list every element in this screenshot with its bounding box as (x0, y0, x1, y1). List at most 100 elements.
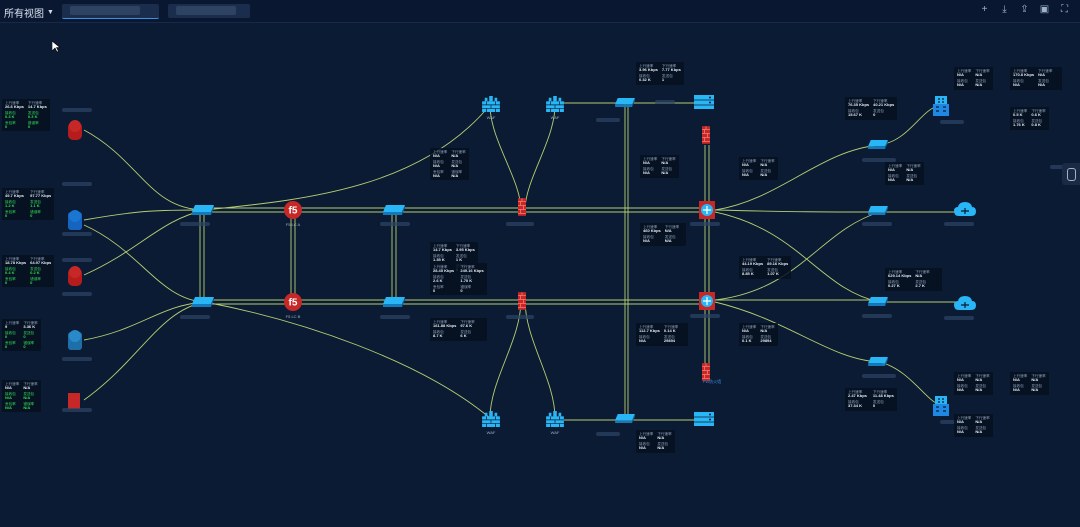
view-selector[interactable]: 所有视图 ▼ (4, 5, 54, 20)
stat-label: 下行速率 (23, 321, 38, 325)
stat-value: N/A (23, 405, 31, 411)
tab-active[interactable] (62, 4, 159, 19)
stat-value: 11.48 Kbps (872, 393, 894, 399)
stat-value: 0 (433, 288, 436, 294)
stat-value: N/A (957, 387, 964, 393)
stat-value: N/A (957, 82, 964, 88)
stat-value: 1 (661, 77, 665, 83)
stat-value: 1.70 K (460, 278, 473, 284)
stat-label: 接收包 (5, 391, 16, 396)
stat-label: 丢包率 (5, 401, 16, 406)
firewall-link-label[interactable]: FW防火墙 (702, 379, 722, 384)
export-icon[interactable]: ⤓ (1002, 4, 1007, 15)
stat-label: 接收包 (957, 78, 968, 83)
server-top-icon (694, 95, 714, 109)
stat-value: 0 (872, 403, 876, 409)
side-panel-toggle[interactable] (1062, 163, 1080, 185)
add-icon[interactable]: + (981, 4, 988, 15)
redacted-node-label (506, 315, 534, 319)
stat-label: 上行速率 (957, 416, 972, 420)
stat-label: 下行速率 (661, 157, 676, 161)
stat-label: 下行速率 (906, 164, 921, 168)
stat-value: 2.47 Kbps (848, 393, 867, 399)
share-icon[interactable]: ⇪ (1020, 4, 1029, 15)
stat-label: 丢包率 (433, 169, 444, 174)
redacted-node-label (380, 222, 410, 226)
stat-label: 发送包 (915, 279, 927, 284)
stat-label: 下行速率 (23, 382, 38, 386)
stat-label: 上行速率 (643, 225, 658, 229)
stat-value: 3.95 Kbps (455, 247, 475, 253)
stat-label: 接收包 (433, 253, 444, 258)
stat-value: 8.7 K (433, 333, 443, 339)
chevron-down-icon: ▼ (47, 9, 54, 16)
image-icon[interactable]: ▣ (1039, 4, 1050, 15)
stat-value: N/A (1013, 82, 1020, 88)
stat-label: 发送包 (661, 73, 673, 78)
top-bar: 所有视图 ▼ + ⤓ ⇪ ▣ ⛶ (0, 0, 1080, 23)
stat-value: 0.3 K (27, 114, 38, 120)
firewall-b-icon (518, 292, 526, 310)
topology-canvas[interactable]: f5 f5 F5 LC A F5 LC B WAF WAF WAF WAF FW… (0, 22, 1080, 527)
redacted-node-label (596, 432, 620, 436)
stat-value: 64.97 Kbps (30, 260, 52, 266)
stat-label: 发送包 (767, 267, 778, 272)
f5-load-balancer-b-icon: f5 (284, 293, 302, 311)
tab-second[interactable] (168, 4, 250, 18)
fullscreen-icon[interactable]: ⛶ (1061, 4, 1068, 15)
stat-value: N/A (975, 72, 983, 78)
f5-b-label: F5 LC B (285, 314, 301, 319)
stat-label: 接收包 (643, 234, 654, 239)
stat-value: N/A (906, 177, 914, 183)
stat-label: 上行速率 (639, 325, 654, 329)
stat-value: 7.77 Kbps (661, 67, 681, 73)
redacted-node-label (655, 100, 675, 104)
stat-label: 接收包 (5, 266, 16, 271)
stat-label: 下行速率 (975, 416, 990, 420)
stat-label: 错误率 (23, 401, 35, 406)
stat-label: 下行速率 (1038, 69, 1053, 73)
stat-label: 下行速率 (455, 244, 471, 248)
stat-label: 上行速率 (5, 257, 20, 261)
core-switch-a-icon (383, 205, 405, 215)
redacted-node-label (944, 316, 974, 320)
